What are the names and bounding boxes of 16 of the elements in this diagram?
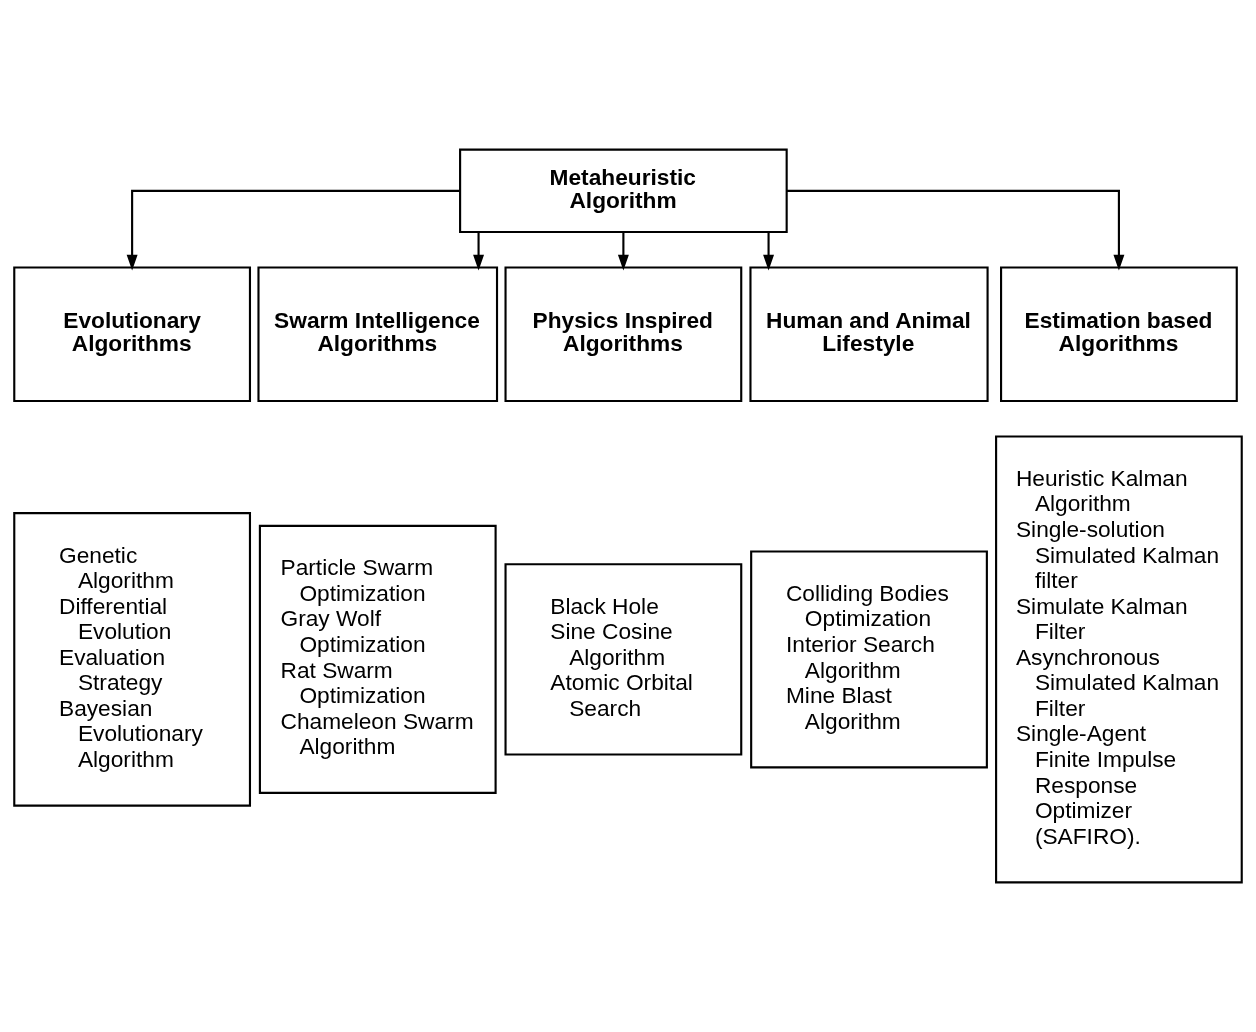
arrow: [763, 232, 775, 271]
node-box: Black Hole Sine Cosine Algorithm Atomic Orbital Search: [504, 563, 743, 756]
node-box: Colliding Bodies Optimization Interior Search Algorithm Mine Blast Algorithm: [750, 550, 988, 769]
arrow: [126, 189, 460, 271]
node-box: Metaheuristic Algorithm: [459, 148, 788, 234]
arrow: [617, 232, 629, 271]
node-box: Particle Swarm Optimization Gray Wolf Optimization Rat Swarm Optimization Chameleon Swarm Algorithm: [258, 524, 497, 794]
node-box: Estimation based Algorithms: [1000, 266, 1238, 403]
node-box: Physics Inspired Algorithms: [504, 266, 743, 403]
node-box: Genetic Algorithm Differential Evolution Evaluation Strategy Bayesian Evolutionary Algorithm: [13, 512, 252, 807]
node-box: Evolutionary Algorithms: [13, 266, 252, 403]
node-box: Human and Animal Lifestyle: [749, 266, 989, 403]
arrow: [787, 189, 1125, 271]
node-box: Heuristic Kalman Algorithm Single-solution Simulated Kalman filter Simulate Kalman Filter Asynchronous Simulated Kalman Filter Single-Agent Finite Impulse Response Optimizer (SAFIRO).: [995, 435, 1243, 884]
arrow: [473, 232, 485, 271]
node-box: Swarm Intelligence Algorithms: [257, 266, 499, 403]
